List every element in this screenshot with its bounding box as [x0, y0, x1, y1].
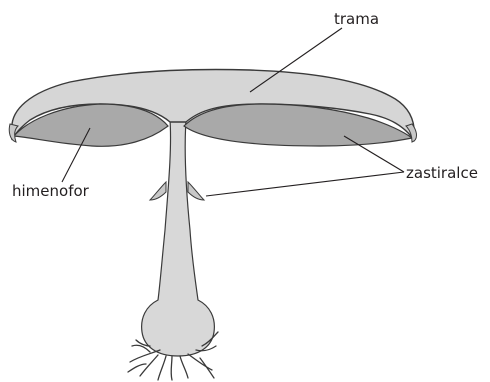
label-himenofor: himenofor — [12, 182, 90, 200]
stem-veil-left — [150, 182, 166, 200]
stem-veil-right — [188, 182, 204, 200]
label-trama: trama — [334, 10, 379, 28]
leader-zastiralce-stem — [206, 172, 404, 196]
stem — [142, 120, 215, 356]
label-zastiralce: zastiralce — [406, 164, 478, 182]
